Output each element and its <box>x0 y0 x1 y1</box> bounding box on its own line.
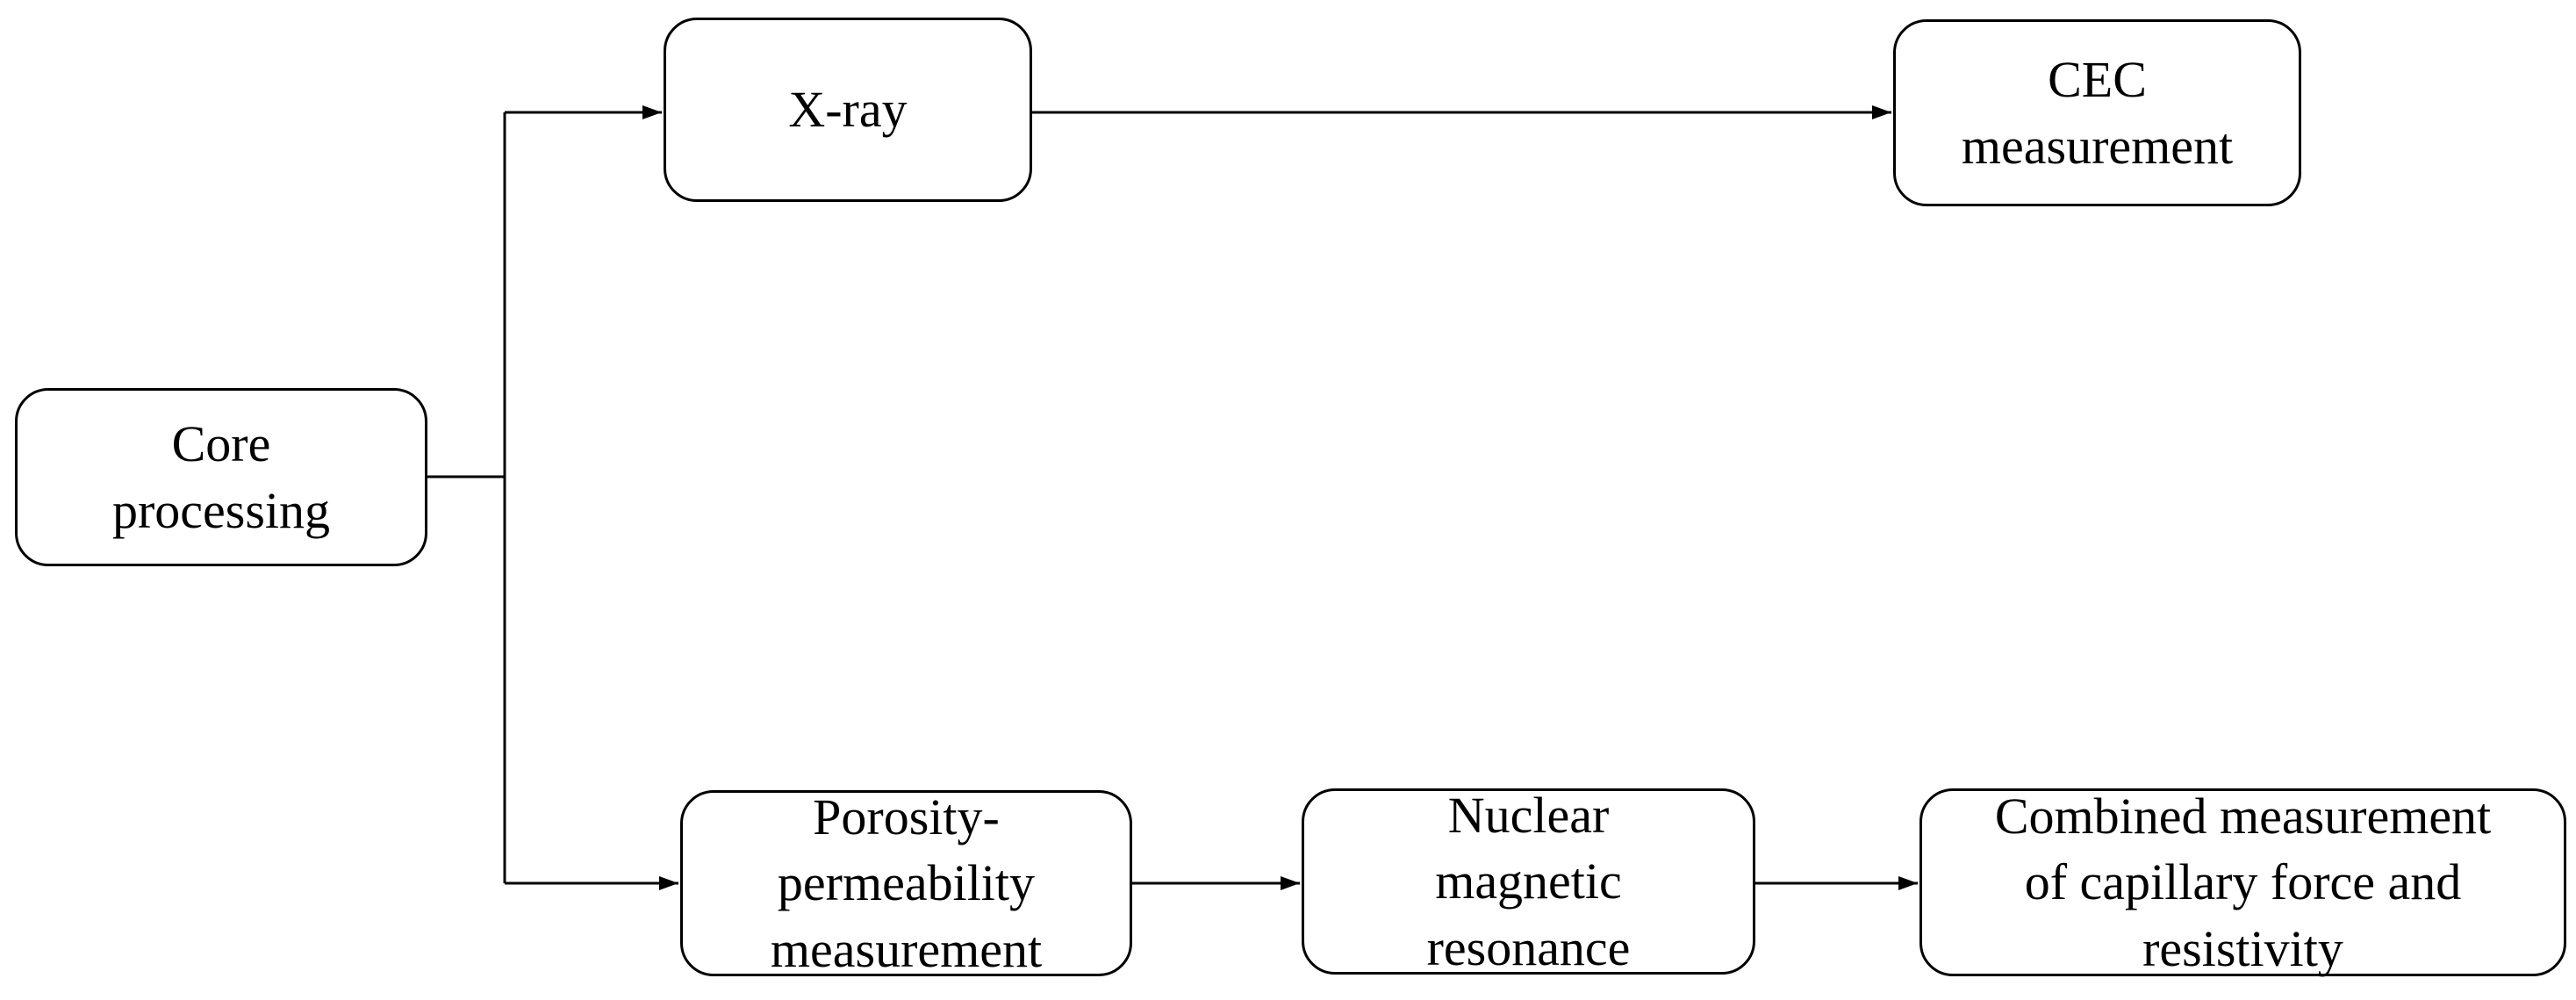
node-porosity-permeability-measurement-label: Porosity- permeability measurement <box>770 788 1043 978</box>
node-porosity-permeability-measurement: Porosity- permeability measurement <box>680 788 1132 978</box>
node-nuclear-magnetic-resonance-label: Nuclear magnetic resonance <box>1426 786 1631 976</box>
node-core-processing-label: Core processing <box>111 415 331 539</box>
node-cec-measurement-label: CEC measurement <box>1961 51 2234 175</box>
node-combined-measurement: Combined measurement of capillary force … <box>1919 788 2566 977</box>
node-x-ray-label: X-ray <box>788 81 908 139</box>
node-nuclear-magnetic-resonance: Nuclear magnetic resonance <box>1302 787 1755 976</box>
node-cec-measurement: CEC measurement <box>1893 19 2301 206</box>
node-x-ray: X-ray <box>664 18 1032 202</box>
node-core-processing: Core processing <box>15 388 427 566</box>
node-combined-measurement-label: Combined measurement of capillary force … <box>1994 787 2492 977</box>
